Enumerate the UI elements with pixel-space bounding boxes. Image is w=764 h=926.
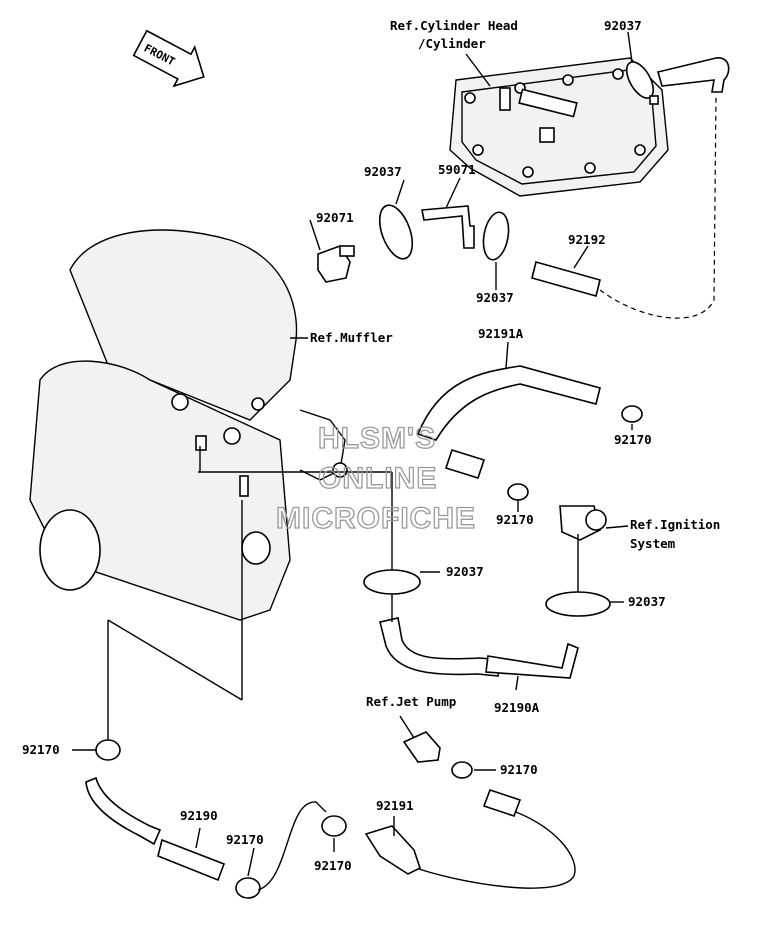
- front-arrow-icon: FRONT: [132, 29, 205, 88]
- head-hose: [625, 57, 730, 105]
- jet-pump-fitting: [402, 731, 441, 763]
- part-92037-mid: 92037: [476, 290, 514, 305]
- clamp-92170-a: [621, 405, 643, 423]
- hose-92190A: [379, 617, 501, 677]
- part-92190A: 92190A: [494, 700, 540, 715]
- clamp-92037-mid: [482, 211, 510, 261]
- clamp-92037-c: [363, 569, 421, 595]
- clamp-92170-jet: [451, 761, 473, 779]
- hose-92190: [157, 838, 226, 882]
- part-92037-c: 92037: [446, 564, 484, 579]
- part-92037-top: 92037: [604, 18, 642, 33]
- watermark-line3: MICROFICHE: [276, 502, 476, 535]
- part-92071: 92071: [316, 210, 354, 225]
- plug-92071: [317, 245, 355, 283]
- part-92191A: 92191A: [478, 326, 524, 341]
- clamp-92170-bl: [235, 877, 261, 899]
- leader-lines: [72, 31, 633, 877]
- part-92170-br: 92170: [314, 858, 352, 873]
- hose-92191A: [416, 365, 601, 441]
- part-92170-bl: 92170: [226, 832, 264, 847]
- ref-ignition-label: Ref.Ignition: [630, 517, 720, 532]
- clamp-92170-b: [507, 483, 529, 501]
- cylinder-head-illustration: [449, 57, 669, 197]
- part-92190: 92190: [180, 808, 218, 823]
- part-59071: 59071: [438, 162, 476, 177]
- muffler-illustration: [29, 229, 348, 621]
- part-92191: 92191: [376, 798, 414, 813]
- clamp-92037-left: [378, 204, 414, 260]
- part-92037-d: 92037: [628, 594, 666, 609]
- ref-jet-pump-label: Ref.Jet Pump: [366, 694, 456, 709]
- clamp-92170-br: [321, 815, 347, 837]
- part-92170-b: 92170: [496, 512, 534, 527]
- fitting-59071: [421, 205, 475, 249]
- ref-cylinder-head-label: Ref.Cylinder Head: [390, 18, 518, 33]
- clamp-92037-d: [545, 591, 611, 617]
- hose-92192: [531, 261, 601, 297]
- watermark: HLSM'S ONLINE MICROFICHE: [275, 421, 476, 535]
- part-92170-left: 92170: [22, 742, 60, 757]
- part-92170-jet: 92170: [500, 762, 538, 777]
- ignition-fitting: [559, 505, 607, 541]
- ref-muffler-label: Ref.Muffler: [310, 330, 393, 345]
- watermark-line1: HLSM'S: [318, 422, 436, 455]
- ref-ignition-system-label: System: [630, 536, 676, 551]
- watermark-line2: ONLINE: [318, 462, 437, 495]
- clamp-92170-left: [95, 739, 121, 761]
- part-92037-left: 92037: [364, 164, 402, 179]
- part-92170-a: 92170: [614, 432, 652, 447]
- hose-92191: [364, 825, 421, 875]
- part-92192: 92192: [568, 232, 606, 247]
- ref-cylinder-label: /Cylinder: [418, 36, 486, 51]
